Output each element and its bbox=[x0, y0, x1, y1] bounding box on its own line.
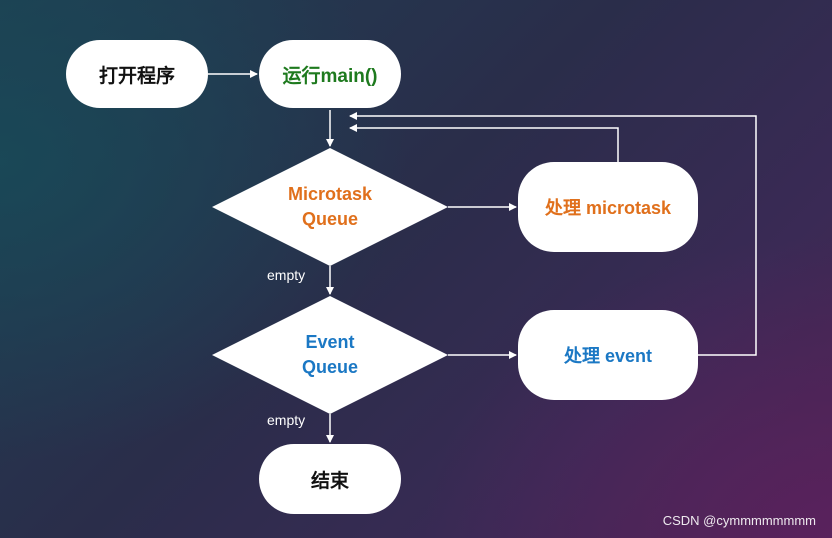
event-queue-label-line1: Event bbox=[305, 332, 355, 352]
microtask-queue-label-line1: Microtask bbox=[287, 184, 373, 204]
start-node-open-program: 打开程序 bbox=[66, 40, 208, 108]
microtask-empty-label: empty bbox=[267, 267, 306, 283]
process-event-node: 处理 event bbox=[518, 310, 698, 400]
microtask-queue-label-line2: Queue bbox=[301, 209, 358, 229]
microtask-queue-decision bbox=[212, 148, 448, 266]
microtask-queue-label: Microtask Queue bbox=[250, 182, 410, 232]
csdn-watermark: CSDN @cymmmmmmmm bbox=[662, 513, 816, 528]
event-queue-decision bbox=[212, 296, 448, 414]
end-node-label: 结束 bbox=[310, 470, 349, 492]
arrow-process-microtask-loop-back bbox=[349, 124, 619, 162]
arrow-process-event-loop-back bbox=[349, 112, 757, 356]
process-microtask-label: 处理 microtask bbox=[544, 198, 672, 218]
end-node: 结束 bbox=[259, 444, 401, 514]
run-main-label: 运行main() bbox=[282, 65, 378, 87]
process-event-label: 处理 event bbox=[563, 346, 653, 366]
event-empty-label: empty bbox=[267, 412, 306, 428]
start-node-label: 打开程序 bbox=[98, 65, 175, 87]
run-main-node: 运行main() bbox=[259, 40, 401, 108]
event-queue-label: Event Queue bbox=[250, 330, 410, 380]
event-queue-label-line2: Queue bbox=[301, 357, 358, 377]
process-microtask-node: 处理 microtask bbox=[518, 162, 698, 252]
